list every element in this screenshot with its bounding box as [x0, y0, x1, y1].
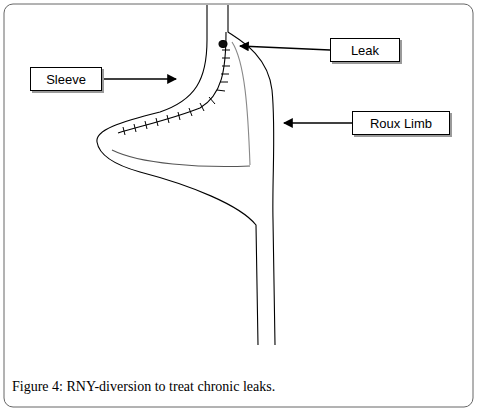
staple-mark — [145, 121, 147, 129]
label-text: Roux Limb — [370, 116, 432, 131]
sleeve-outline — [97, 5, 258, 345]
label-text: Sleeve — [46, 72, 86, 87]
staple-mark — [200, 103, 204, 111]
staple-mark — [156, 118, 158, 126]
label-box: Roux Limb — [352, 111, 450, 135]
label-box: Leak — [330, 38, 400, 62]
roux-limb-wall — [228, 5, 275, 345]
staple-line — [118, 32, 226, 133]
pointer-arrows — [102, 46, 352, 123]
staple-mark — [134, 124, 136, 132]
leader-arrow — [102, 78, 176, 79]
staple-mark — [123, 127, 125, 135]
staple-mark — [209, 97, 215, 104]
staple-mark — [220, 82, 228, 83]
staple-mark — [222, 50, 230, 51]
figure-frame — [4, 4, 473, 407]
staple-mark — [189, 108, 192, 116]
staple-mark — [217, 90, 225, 91]
leak-site — [219, 41, 227, 48]
roux-limb-inner-wall — [232, 42, 250, 165]
staple-mark — [222, 66, 230, 67]
label-text: Leak — [351, 43, 379, 58]
staple-mark — [222, 58, 230, 59]
staple-mark — [167, 115, 169, 123]
leader-arrow — [240, 46, 330, 50]
label-box: Sleeve — [30, 67, 102, 91]
sleeve-inner-line — [112, 150, 250, 166]
figure-caption: Figure 4: RNY-diversion to treat chronic… — [12, 379, 467, 395]
staple-mark — [221, 74, 229, 75]
anatomy-drawing — [97, 5, 275, 345]
staple-marks — [123, 50, 230, 135]
leader-arrow — [284, 122, 352, 123]
staple-mark — [178, 112, 180, 120]
